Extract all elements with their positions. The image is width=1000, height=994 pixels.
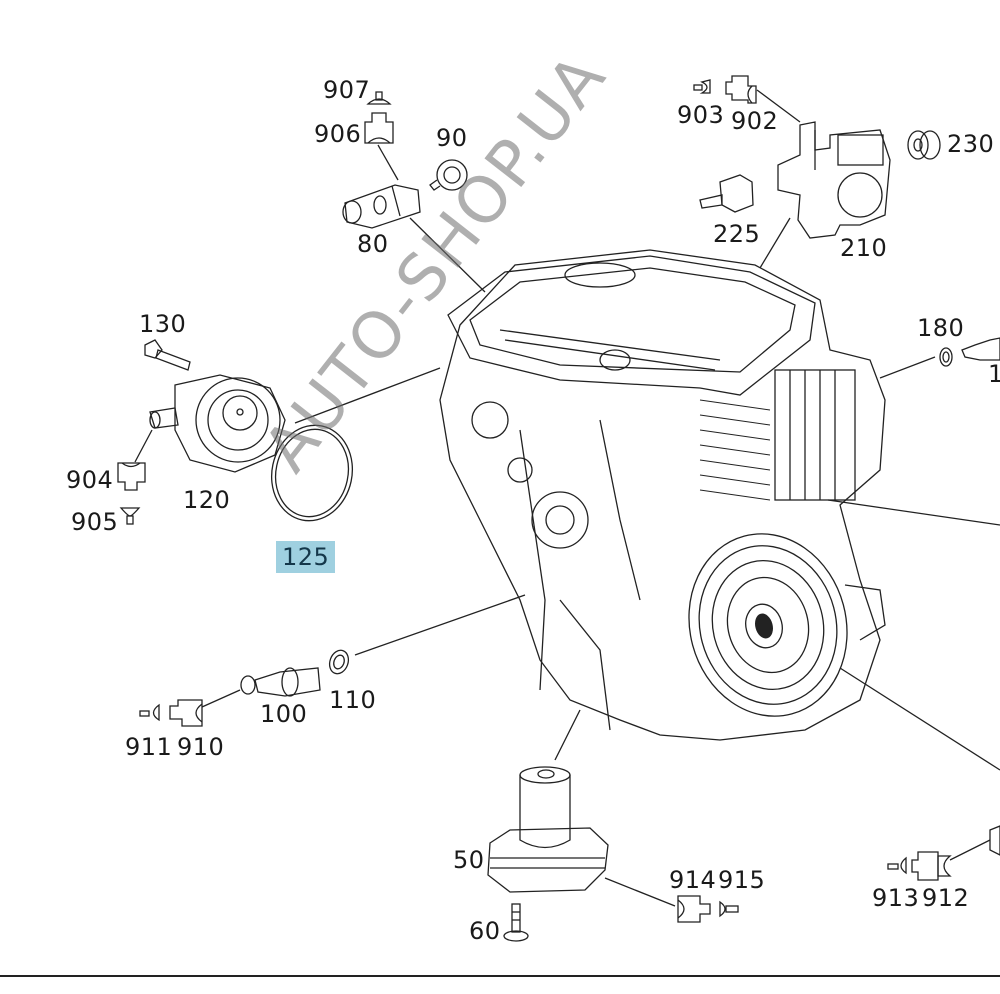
housing-120-icon [149,374,286,473]
screw-90-icon [429,159,468,191]
washer-180-icon [939,347,953,367]
leader-120 [294,367,441,424]
connector-cap-905-icon [119,507,141,525]
mount-225-icon [699,174,754,213]
engine-assembly-icon [439,249,886,741]
callout-906[interactable]: 906 [314,120,362,148]
leader-902 [756,89,801,123]
plug-right-icon [961,337,1000,361]
leader-right-2 [839,667,1000,771]
leader-906 [377,144,399,181]
leader-914 [604,877,676,907]
callout-907[interactable]: 907 [323,76,371,104]
connector-cap-911-icon [139,703,160,722]
plug-230-icon [907,130,941,160]
leader-912 [949,839,991,861]
valve-210-icon [777,121,891,239]
sensor-100-icon [240,667,321,697]
callout-913[interactable]: 913 [872,884,920,912]
callout-60[interactable]: 60 [469,917,501,945]
bottom-divider [0,975,1000,977]
screw-60-icon [503,903,529,942]
connector-cap-907-icon [366,91,392,105]
callout-125-highlighted[interactable]: 125 [276,541,336,573]
callout-80[interactable]: 80 [357,230,389,258]
oil-level-sensor-50-icon [487,766,609,893]
callout-100[interactable]: 100 [260,700,308,728]
callout-914[interactable]: 914 [669,866,717,894]
leader-50 [554,709,581,761]
connector-914-icon [677,895,711,923]
callout-180[interactable]: 180 [917,314,965,342]
leader-210 [759,217,791,269]
callout-904[interactable]: 904 [66,466,114,494]
callout-225[interactable]: 225 [713,220,761,248]
seal-ring-125-icon [270,424,354,522]
callout-120[interactable]: 120 [183,486,231,514]
callout-130[interactable]: 130 [139,310,187,338]
callout-905[interactable]: 905 [71,508,119,536]
leader-80 [409,217,486,293]
leader-180 [879,356,936,379]
leader-904 [134,429,153,463]
callout-902[interactable]: 902 [731,107,779,135]
connector-cap-915-icon [719,900,739,918]
bolt-130-icon [144,339,191,371]
connector-912-icon [911,851,952,881]
connector-902-icon [725,75,757,104]
connector-910-icon [169,699,203,727]
callout-912[interactable]: 912 [922,884,970,912]
leader-110 [354,594,526,656]
seal-ring-110-icon [328,649,350,675]
callout-110[interactable]: 110 [329,686,377,714]
callout-230[interactable]: 230 [947,130,995,158]
connector-904-icon [117,462,146,491]
sensor-80-icon [342,184,421,229]
leader-910 [201,689,241,708]
connector-cap-903-icon [693,79,711,94]
leader-right-1 [827,499,1000,526]
callout-50[interactable]: 50 [453,846,485,874]
callout-911[interactable]: 911 [125,733,173,761]
callout-210[interactable]: 210 [840,234,888,262]
callout-90[interactable]: 90 [436,124,468,152]
sensor-912-right-icon [989,825,1000,856]
callout-915[interactable]: 915 [718,866,766,894]
connector-cap-913-icon [887,856,907,875]
connector-906-icon [364,112,394,144]
callout-910[interactable]: 910 [177,733,225,761]
callout-903[interactable]: 903 [677,101,725,129]
callout-1xx[interactable]: 1 [988,360,1000,388]
